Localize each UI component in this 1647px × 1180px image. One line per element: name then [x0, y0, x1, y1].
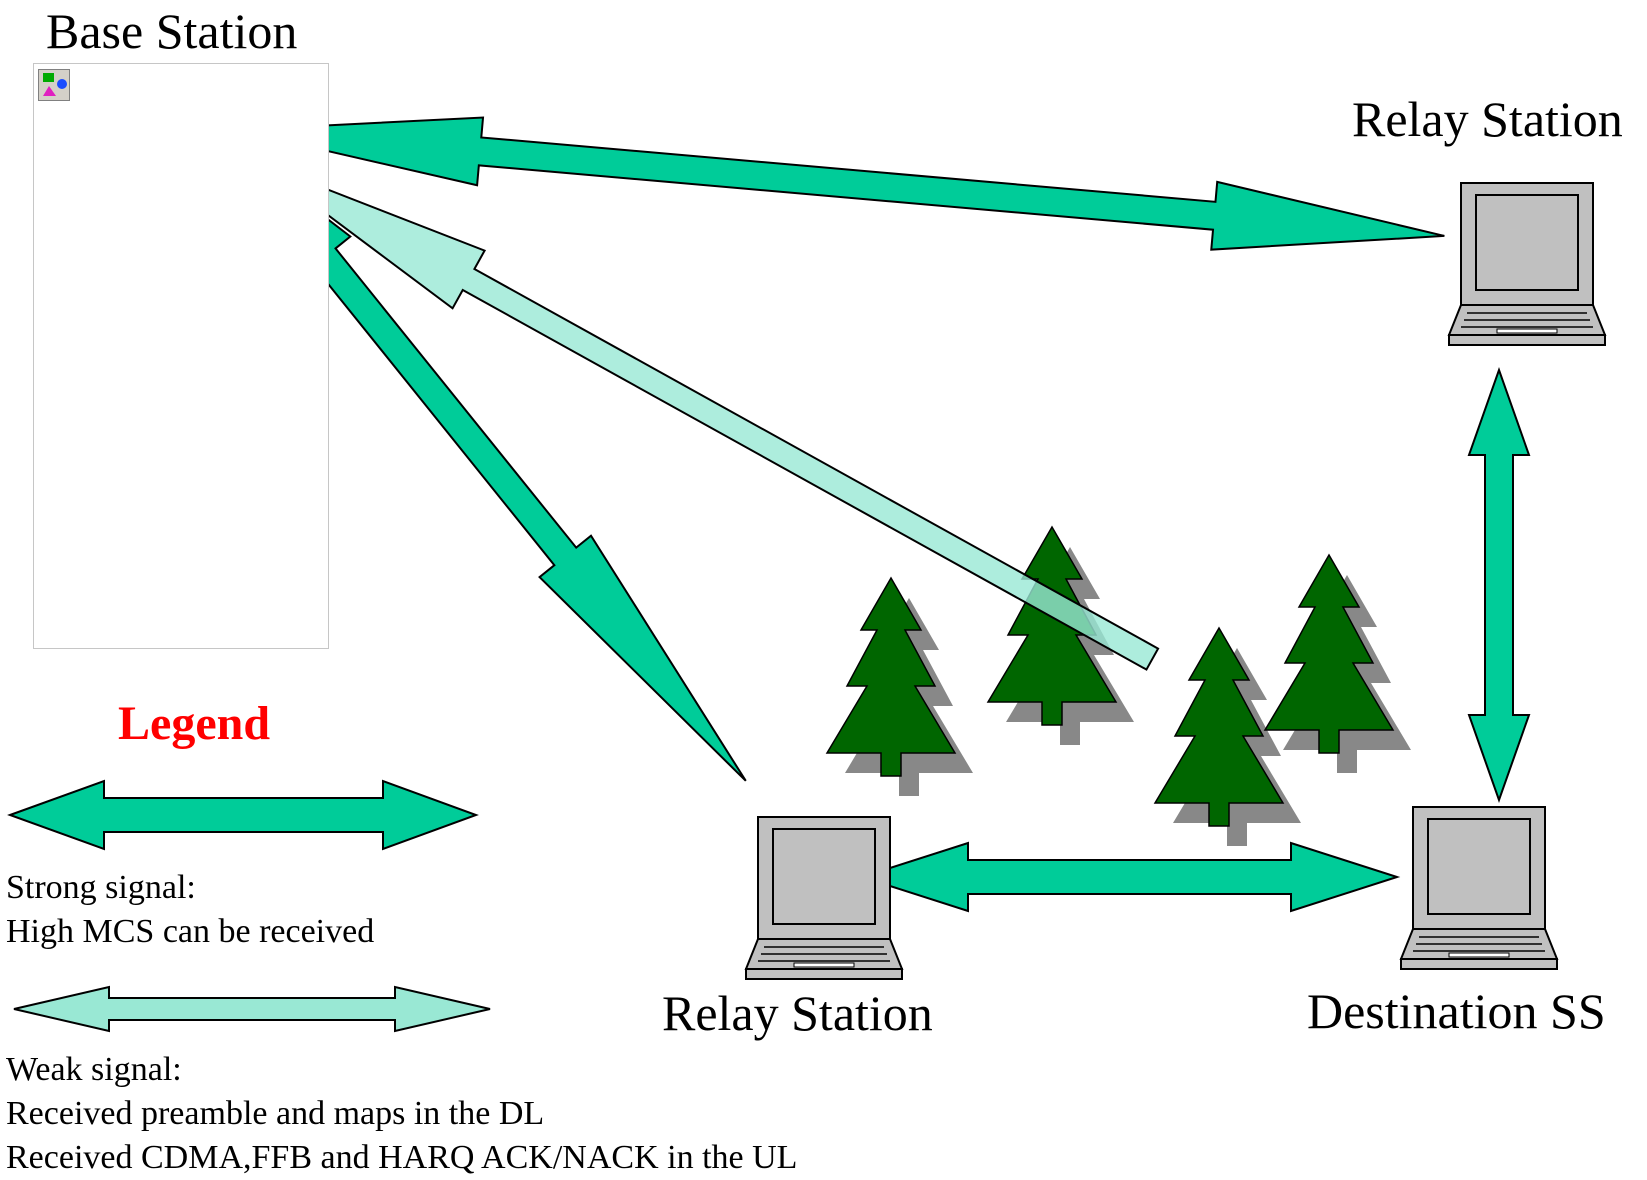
laptop-icon-relay-bottom — [745, 816, 903, 980]
weak-signal-arrow-base-to-destination — [256, 161, 1160, 671]
relay-station-top-label: Relay Station — [1352, 91, 1623, 147]
laptop-icon-relay-top — [1448, 182, 1606, 346]
strong-signal-arrow-relay-top-to-destination — [1467, 366, 1531, 804]
legend-weak-arrow — [13, 985, 491, 1033]
base-station-label: Base Station — [46, 3, 298, 59]
destination-ss-label: Destination SS — [1307, 983, 1606, 1039]
tree-icon — [826, 577, 974, 797]
strong-signal-arrow-relay-bottom-to-destination — [858, 841, 1401, 913]
legend-strong-line2: High MCS can be received — [6, 913, 375, 950]
legend-title: Legend — [118, 697, 271, 750]
laptop-icon-destination — [1400, 806, 1558, 970]
strong-signal-arrow-base-to-relay-top — [235, 116, 1445, 251]
legend-weak-line1: Weak signal: — [6, 1051, 182, 1088]
legend-weak-line2: Received preamble and maps in the DL — [6, 1095, 545, 1132]
legend-strong-arrow — [7, 779, 479, 851]
legend-weak-line3: Received CDMA,FFB and HARQ ACK/NACK in t… — [6, 1139, 798, 1176]
relay-station-bottom-label: Relay Station — [662, 985, 933, 1041]
broken-image-icon — [38, 69, 70, 101]
legend-strong-line1: Strong signal: — [6, 869, 196, 906]
tree-icon — [1264, 554, 1412, 774]
tree-icon — [1154, 627, 1302, 847]
base-station-image-placeholder — [33, 63, 329, 649]
